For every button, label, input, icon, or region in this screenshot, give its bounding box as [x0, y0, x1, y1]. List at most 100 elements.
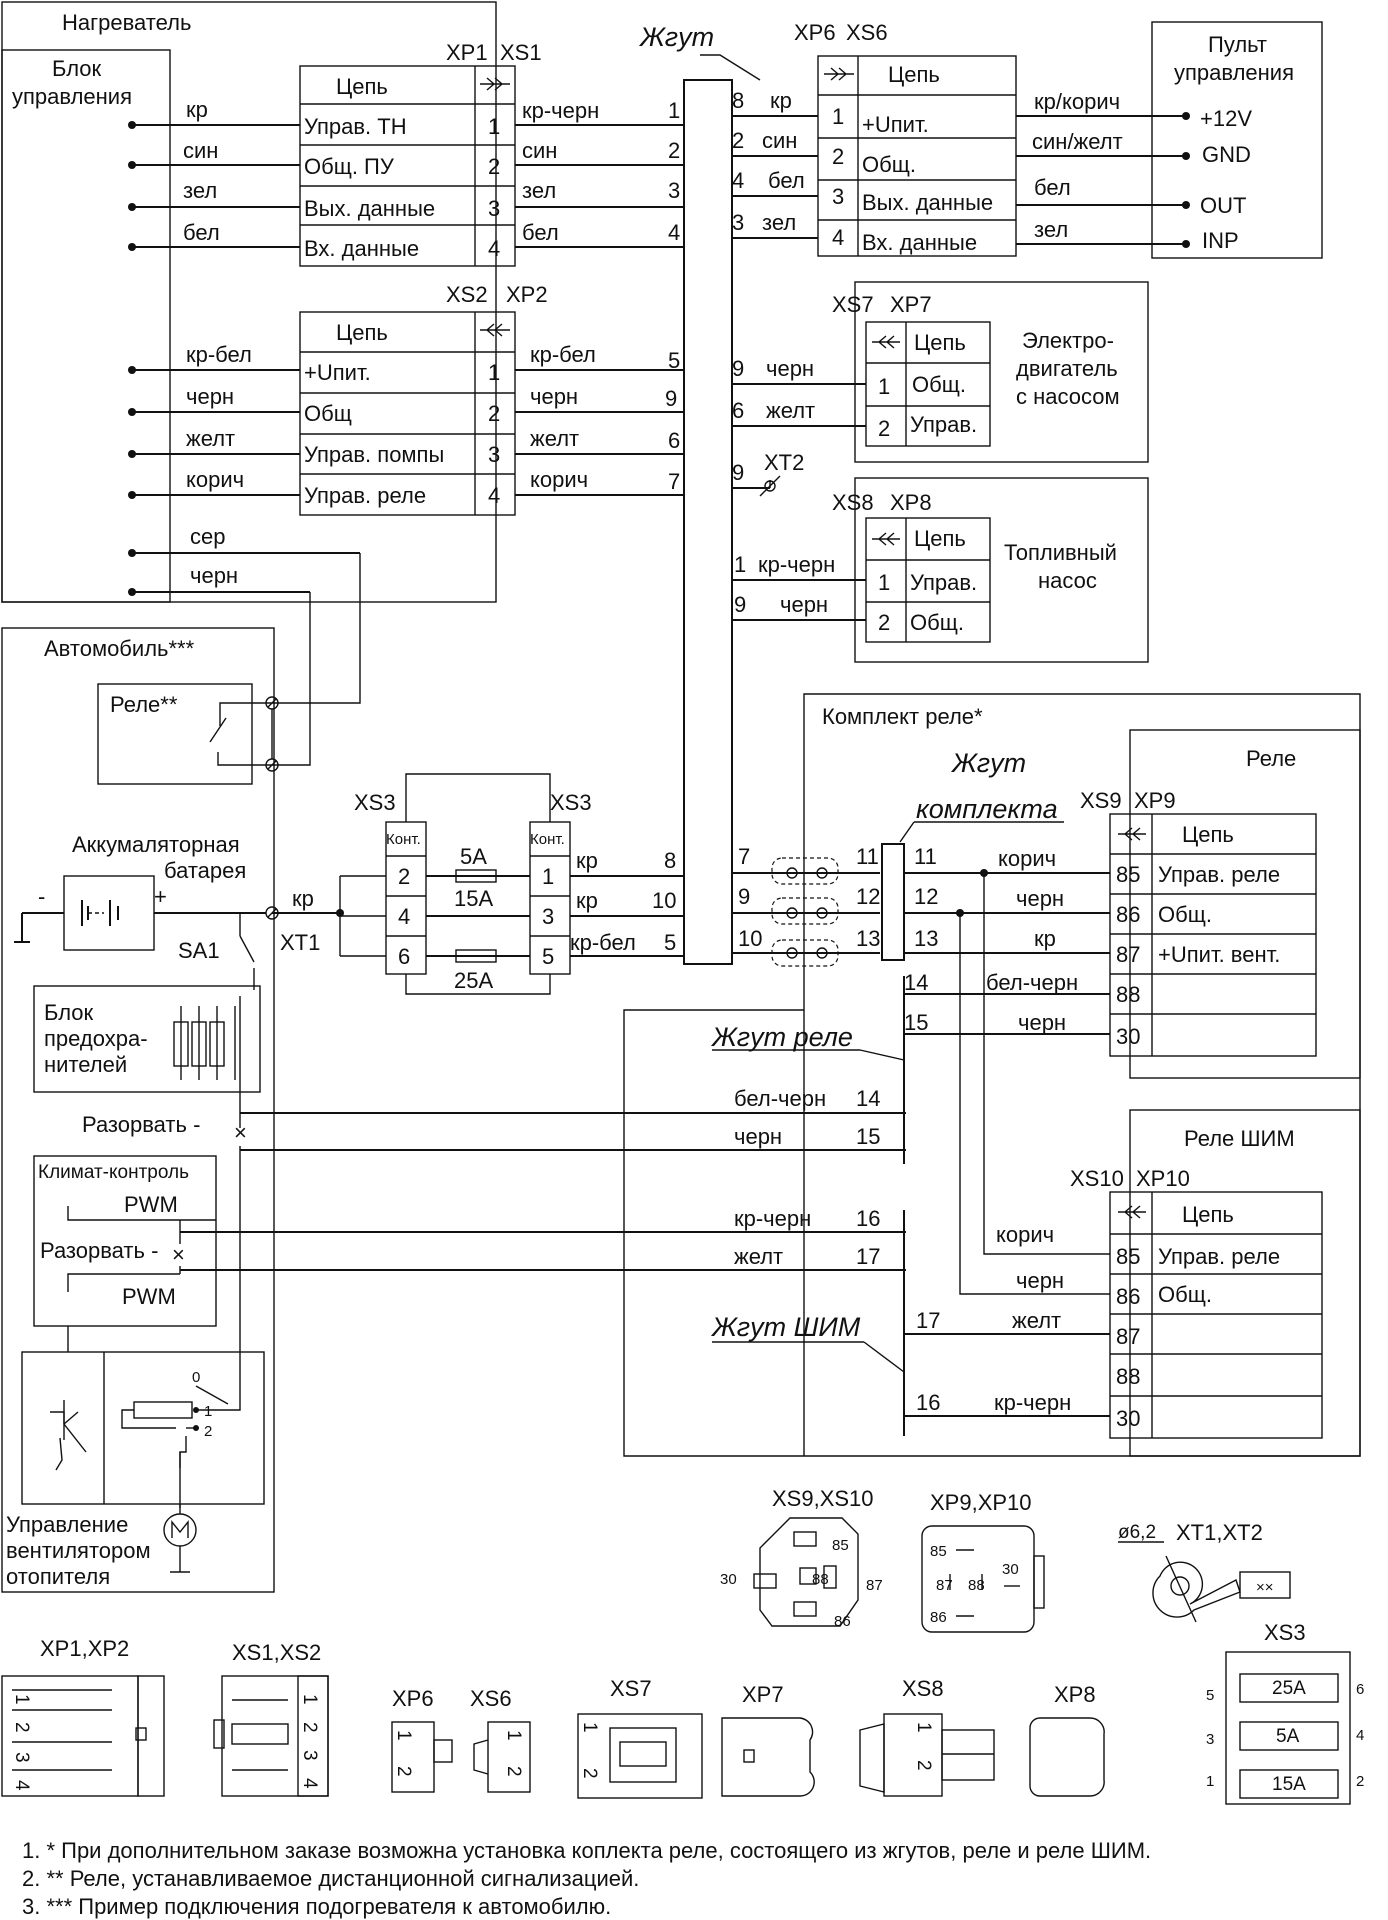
- conn8-pin-1: 1: [734, 552, 746, 577]
- note-3: 3. *** Пример подключения подогревателя …: [22, 1894, 611, 1919]
- car-wire-pin-14: 14: [856, 1086, 880, 1111]
- conn8-num-2: 2: [878, 610, 890, 635]
- xs2-label: XS2: [446, 282, 488, 307]
- kit-inner-pin-12: 12: [914, 884, 938, 909]
- conn2-left-wire-1: кр-бел: [186, 342, 252, 367]
- conn2-num-4: 4: [488, 483, 500, 508]
- conn1-left-wire-3: зел: [183, 178, 217, 203]
- conn1-left-wires: кр син зел бел: [128, 97, 300, 251]
- pwm-label-2: PWM: [122, 1284, 176, 1309]
- conn8-pin-2: 9: [734, 592, 746, 617]
- xs8-caption: XS8: [902, 1676, 944, 1701]
- xs9-pin-30: 30: [720, 1571, 737, 1588]
- conn2-pin-3: 6: [668, 428, 680, 453]
- xs7-pin-1: 1: [579, 1722, 600, 1733]
- switch-position-1: 1: [204, 1403, 212, 1420]
- xs3-holder-pin-4: 4: [1356, 1727, 1364, 1744]
- conn1-left-wire-2: син: [183, 138, 218, 163]
- battery-plus: +: [154, 884, 167, 909]
- conn6-circuit-2: Общ.: [862, 152, 916, 177]
- conn1-right-wires: кр-черн син зел бел 1 2 3 4: [515, 98, 684, 248]
- xs9-pin-87: 87: [866, 1577, 883, 1594]
- pwm-relay-num-87: 87: [1116, 1324, 1140, 1349]
- conn2-num-2: 2: [488, 401, 500, 426]
- xs3-fuse-holder-drawing: XS3 25A 5A 15A 5 3 1 6 4 2: [1206, 1620, 1364, 1805]
- conn2-num-3: 3: [488, 442, 500, 467]
- xs8-label: XS8: [832, 490, 874, 515]
- xp9-xp10-caption: XP9,XP10: [930, 1490, 1032, 1515]
- conn6-pin-3: 4: [732, 168, 744, 193]
- plug-symbol-icon: [480, 77, 510, 91]
- xp8-label: XP8: [890, 490, 932, 515]
- kit-mid-pin-11: 11: [856, 844, 879, 869]
- xs3-wire-pin-8: 8: [664, 848, 676, 873]
- battery-minus: -: [38, 884, 45, 909]
- grey-wire-label: сер: [190, 524, 225, 549]
- main-harness: Жгут: [638, 22, 761, 965]
- kit-left-pin-7: 7: [738, 844, 750, 869]
- car-wire-label-17: желт: [734, 1244, 783, 1269]
- connector-xp6-xs6: XP6 XS6 Цепь 1 2 3 4 +Uпит. Общ. Вых. да…: [794, 20, 1017, 257]
- relay-kit-title: Комплект реле*: [822, 704, 983, 729]
- relay-circuit-86: Общ.: [1158, 902, 1212, 927]
- kit-left-pin-9: 9: [738, 884, 750, 909]
- xs6-label: XS6: [846, 20, 888, 45]
- car-wires: бел-черн 14 черн 15 кр-черн 16 желт 17: [180, 1086, 906, 1271]
- conn1-circuit-1: Управ. ТН: [304, 114, 407, 139]
- conn2-right-wire-4: корич: [530, 467, 588, 492]
- pwm-relay-circuit-85: Управ. реле: [1158, 1244, 1280, 1269]
- lug-diameter: ø6,2: [1118, 1522, 1156, 1543]
- socket-symbol-icon: [480, 323, 510, 337]
- relay-circuit-87: +Uпит. вент.: [1158, 942, 1280, 967]
- conn1-num-4: 4: [488, 236, 500, 261]
- xs3-left-pin-2: 2: [398, 864, 410, 889]
- xp1-label: XP1: [446, 40, 488, 65]
- conn6-circuit-3: Вых. данные: [862, 190, 993, 215]
- xp1-pin-3: 3: [11, 1752, 32, 1763]
- xs1-label: XS1: [500, 40, 542, 65]
- break-label-1: Разорвать -: [82, 1112, 200, 1137]
- xs1-pin-1: 1: [299, 1694, 320, 1705]
- pwm-wire-30: кр-черн: [994, 1390, 1071, 1415]
- xs6-caption: XS6: [470, 1686, 512, 1711]
- heater-block: Нагреватель Блок управления: [1, 1, 497, 603]
- relay-plug-drawing: XP9,XP10 85 87 88 30 86: [921, 1490, 1045, 1633]
- break-x-1: ×: [234, 1120, 247, 1145]
- connector-xs7-xp7: XS7 XP7 Цепь 1 2 Общ. Управ. Электро- дв…: [832, 281, 1149, 463]
- pwm-wire-85: корич: [996, 1222, 1054, 1247]
- conn1-left-wire-4: бел: [183, 220, 220, 245]
- xp1-pin-1: 1: [11, 1694, 32, 1705]
- xp1-pin-4: 4: [11, 1780, 32, 1791]
- conn2-left-wire-3: желт: [186, 426, 235, 451]
- fuel-pump-line2: насос: [1038, 568, 1097, 593]
- xp1-pin-2: 2: [11, 1722, 32, 1733]
- black-wire-label: черн: [190, 563, 238, 588]
- car-wire-pin-16: 16: [856, 1206, 880, 1231]
- heater-title: Нагреватель: [62, 10, 191, 35]
- xs1-pin-4: 4: [299, 1778, 320, 1789]
- xs3-holder-caption: XS3: [1264, 1620, 1306, 1645]
- car-wire-label-14: бел-черн: [734, 1086, 826, 1111]
- fuse-5a: 5A: [460, 844, 487, 869]
- pwm-relay-circuit-86: Общ.: [1158, 1282, 1212, 1307]
- conn7-num-1: 1: [878, 374, 890, 399]
- xs3-right-pin-5: 5: [542, 944, 554, 969]
- car-title: Автомобиль***: [44, 636, 195, 661]
- conn7-num-2: 2: [878, 416, 890, 441]
- fuse-block-line1: Блок: [44, 1000, 94, 1025]
- conn1-num-3: 3: [488, 196, 500, 221]
- remote-title-line1: Пульт: [1208, 32, 1267, 57]
- xp8-caption: XP8: [1054, 1682, 1096, 1707]
- xp6-pin-1: 1: [393, 1730, 414, 1741]
- conn7-wires: 9 6 черн желт: [732, 356, 866, 427]
- conn1-circuit-4: Вх. данные: [304, 236, 419, 261]
- conn2-pin-1: 5: [668, 348, 680, 373]
- terminal-inp: INP: [1202, 228, 1239, 253]
- terminal-12v: +12V: [1200, 106, 1252, 131]
- xs3-left-label: XS3: [354, 790, 396, 815]
- conn7-circuit-2: Управ.: [910, 412, 977, 437]
- harness-label: Жгут: [638, 22, 714, 52]
- conn6-left-wire-3: бел: [768, 168, 805, 193]
- car-wire-label-15: черн: [734, 1124, 782, 1149]
